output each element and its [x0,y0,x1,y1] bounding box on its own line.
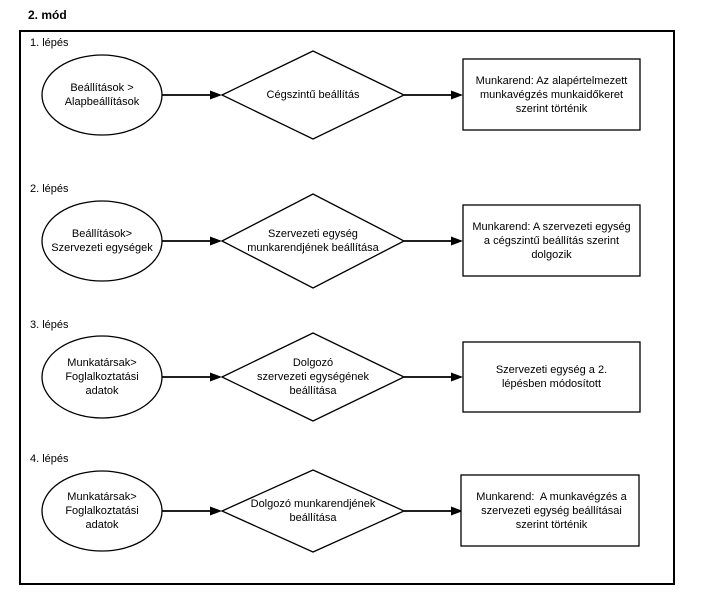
result-box-shape [462,341,641,413]
flow-row-4: 4. lépés Munkatársak> Foglalkoztatási ad… [21,453,673,569]
source-ellipse-shape [41,200,163,282]
flow-shapes-row-3 [41,332,641,422]
decision-diamond-shape [220,332,406,422]
source-ellipse-shape [41,470,163,552]
result-box-shape [462,204,641,277]
flow-row-1: 1. lépés Beállítások > Alapbeállítások C… [21,37,673,153]
decision-diamond-shape [220,193,406,289]
page-title: 2. mód [28,8,67,22]
arrowhead-icon [210,236,222,246]
flow-shapes-row-1 [41,50,641,140]
arrowhead-icon [210,90,222,100]
flow-shapes-row-2 [41,193,641,289]
step-label: 4. lépés [30,453,69,465]
flow-shapes-row-4 [41,469,640,553]
step-label: 3. lépés [30,319,69,331]
arrowhead-icon [451,372,463,382]
flow-row-3: 3. lépés Munkatársak> Foglalkoztatási ad… [21,319,673,435]
source-ellipse-shape [41,335,163,419]
flowchart-border: 1. lépés Beállítások > Alapbeállítások C… [19,30,675,585]
decision-diamond-shape [220,50,406,140]
arrowhead-icon [451,90,463,100]
arrowhead-icon [451,506,463,516]
arrowhead-icon [210,372,222,382]
arrowhead-icon [210,506,222,516]
flow-row-2: 2. lépés Beállítások> Szervezeti egysége… [21,183,673,299]
decision-diamond-shape [220,469,406,553]
source-ellipse-shape [41,54,163,136]
step-label: 2. lépés [30,183,69,195]
result-box-shape [462,58,641,131]
step-label: 1. lépés [30,37,69,49]
arrowhead-icon [451,236,463,246]
result-box-shape [460,474,640,547]
